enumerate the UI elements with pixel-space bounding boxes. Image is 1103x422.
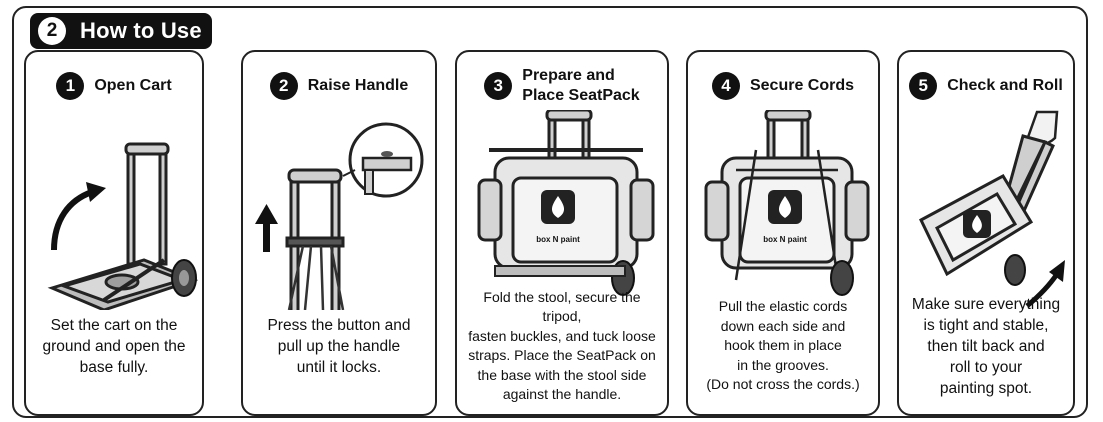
cart-base-icon bbox=[47, 258, 198, 310]
check-and-roll-illustration bbox=[907, 110, 1065, 310]
step-card-2: 2 Raise Handle bbox=[241, 50, 437, 416]
telescoping-handle-icon bbox=[285, 168, 345, 310]
step-description: Set the cart on the ground and open the … bbox=[42, 316, 186, 376]
step-header: 3 Prepare and Place SeatPack bbox=[457, 62, 667, 110]
elastic-cords-icon bbox=[287, 245, 345, 310]
step-heading: Open Cart bbox=[94, 77, 172, 94]
step-description: Fold the stool, secure the tripod, faste… bbox=[468, 288, 656, 403]
step-description: Make sure everything is tight and stable… bbox=[911, 295, 1061, 397]
step-header: 2 Raise Handle bbox=[243, 62, 435, 110]
section-number-badge: 2 bbox=[38, 17, 66, 45]
open-cart-illustration bbox=[34, 110, 198, 310]
paint-drop-logo-icon bbox=[963, 210, 991, 238]
step-heading: Check and Roll bbox=[947, 77, 1063, 94]
section-title: How to Use bbox=[80, 18, 202, 43]
secure-cords-illustration: box N paint bbox=[696, 110, 870, 310]
step-card-5: 5 Check and Roll bbox=[897, 50, 1075, 416]
step-number-badge: 2 bbox=[269, 72, 298, 100]
step-header: 4 Secure Cords bbox=[688, 62, 878, 110]
step-number-badge: 3 bbox=[484, 72, 513, 100]
elastic-cords-icon bbox=[734, 149, 840, 281]
step-number-badge: 5 bbox=[909, 72, 938, 100]
wheel-icon bbox=[494, 260, 635, 296]
how-to-use-panel bbox=[12, 6, 1088, 418]
paint-drop-logo-icon bbox=[768, 190, 802, 224]
step-header: 5 Check and Roll bbox=[899, 62, 1073, 110]
section-header: 2 How to Use bbox=[30, 13, 212, 49]
step-number-badge: 4 bbox=[711, 72, 740, 100]
seatpack-on-cart-illustration: box N paint bbox=[465, 110, 659, 310]
step-card-4: 4 Secure Cords bbox=[686, 50, 880, 416]
curved-arrow-icon bbox=[1025, 260, 1065, 308]
step-number-badge: 1 bbox=[56, 72, 85, 100]
step-heading: Prepare and Place SeatPack bbox=[522, 67, 640, 104]
step-description: Press the button and pull up the handle … bbox=[267, 316, 411, 376]
wheel-icon bbox=[1004, 254, 1026, 286]
zoom-callout-icon bbox=[342, 122, 424, 198]
step-heading: Raise Handle bbox=[307, 77, 409, 94]
cart-handle-icon bbox=[545, 110, 593, 162]
cart-handle-icon bbox=[124, 142, 170, 266]
brand-label: box N paint bbox=[536, 235, 580, 244]
step-card-1: 1 Open Cart bbox=[24, 50, 204, 416]
step-description: Pull the elastic cords down each side an… bbox=[706, 298, 860, 393]
step-heading: Secure Cords bbox=[749, 77, 855, 94]
step-card-3: 3 Prepare and Place SeatPack box N paint bbox=[455, 50, 669, 416]
wheel-icon bbox=[171, 259, 197, 297]
paint-drop-logo-icon bbox=[541, 190, 575, 224]
curved-arrow-icon bbox=[51, 182, 106, 251]
raise-handle-illustration bbox=[251, 110, 427, 310]
cart-handle-icon bbox=[764, 110, 812, 162]
brand-label: box N paint bbox=[763, 235, 807, 244]
wheel-icon bbox=[830, 260, 854, 296]
step-header: 1 Open Cart bbox=[26, 62, 202, 110]
up-arrow-icon bbox=[255, 204, 278, 252]
